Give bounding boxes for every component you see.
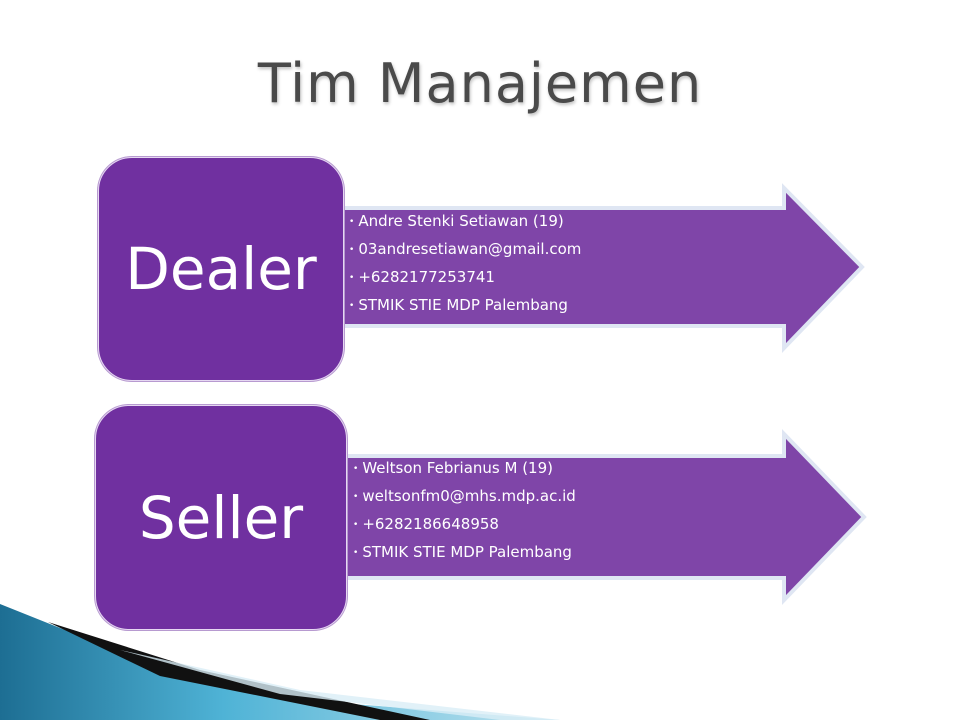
list-item: weltsonfm0@mhs.mdp.ac.id: [353, 482, 576, 510]
seller-role-label: Seller: [138, 483, 304, 552]
dealer-role-box: Dealer: [98, 157, 344, 381]
dealer-role-label: Dealer: [125, 235, 317, 303]
list-item: +6282177253741: [349, 263, 581, 291]
list-item: 03andresetiawan@gmail.com: [349, 235, 581, 263]
slide-title: Tim Manajemen: [257, 52, 703, 115]
dealer-details-list: Andre Stenki Setiawan (19) 03andresetiaw…: [349, 207, 581, 319]
list-item: Weltson Febrianus M (19): [353, 454, 576, 482]
list-item: Andre Stenki Setiawan (19): [349, 207, 581, 235]
list-item: STMIK STIE MDP Palembang: [353, 538, 576, 566]
seller-role-box: Seller: [95, 405, 347, 630]
list-item: STMIK STIE MDP Palembang: [349, 291, 581, 319]
list-item: +6282186648958: [353, 510, 576, 538]
seller-details-list: Weltson Febrianus M (19) weltsonfm0@mhs.…: [353, 454, 576, 566]
